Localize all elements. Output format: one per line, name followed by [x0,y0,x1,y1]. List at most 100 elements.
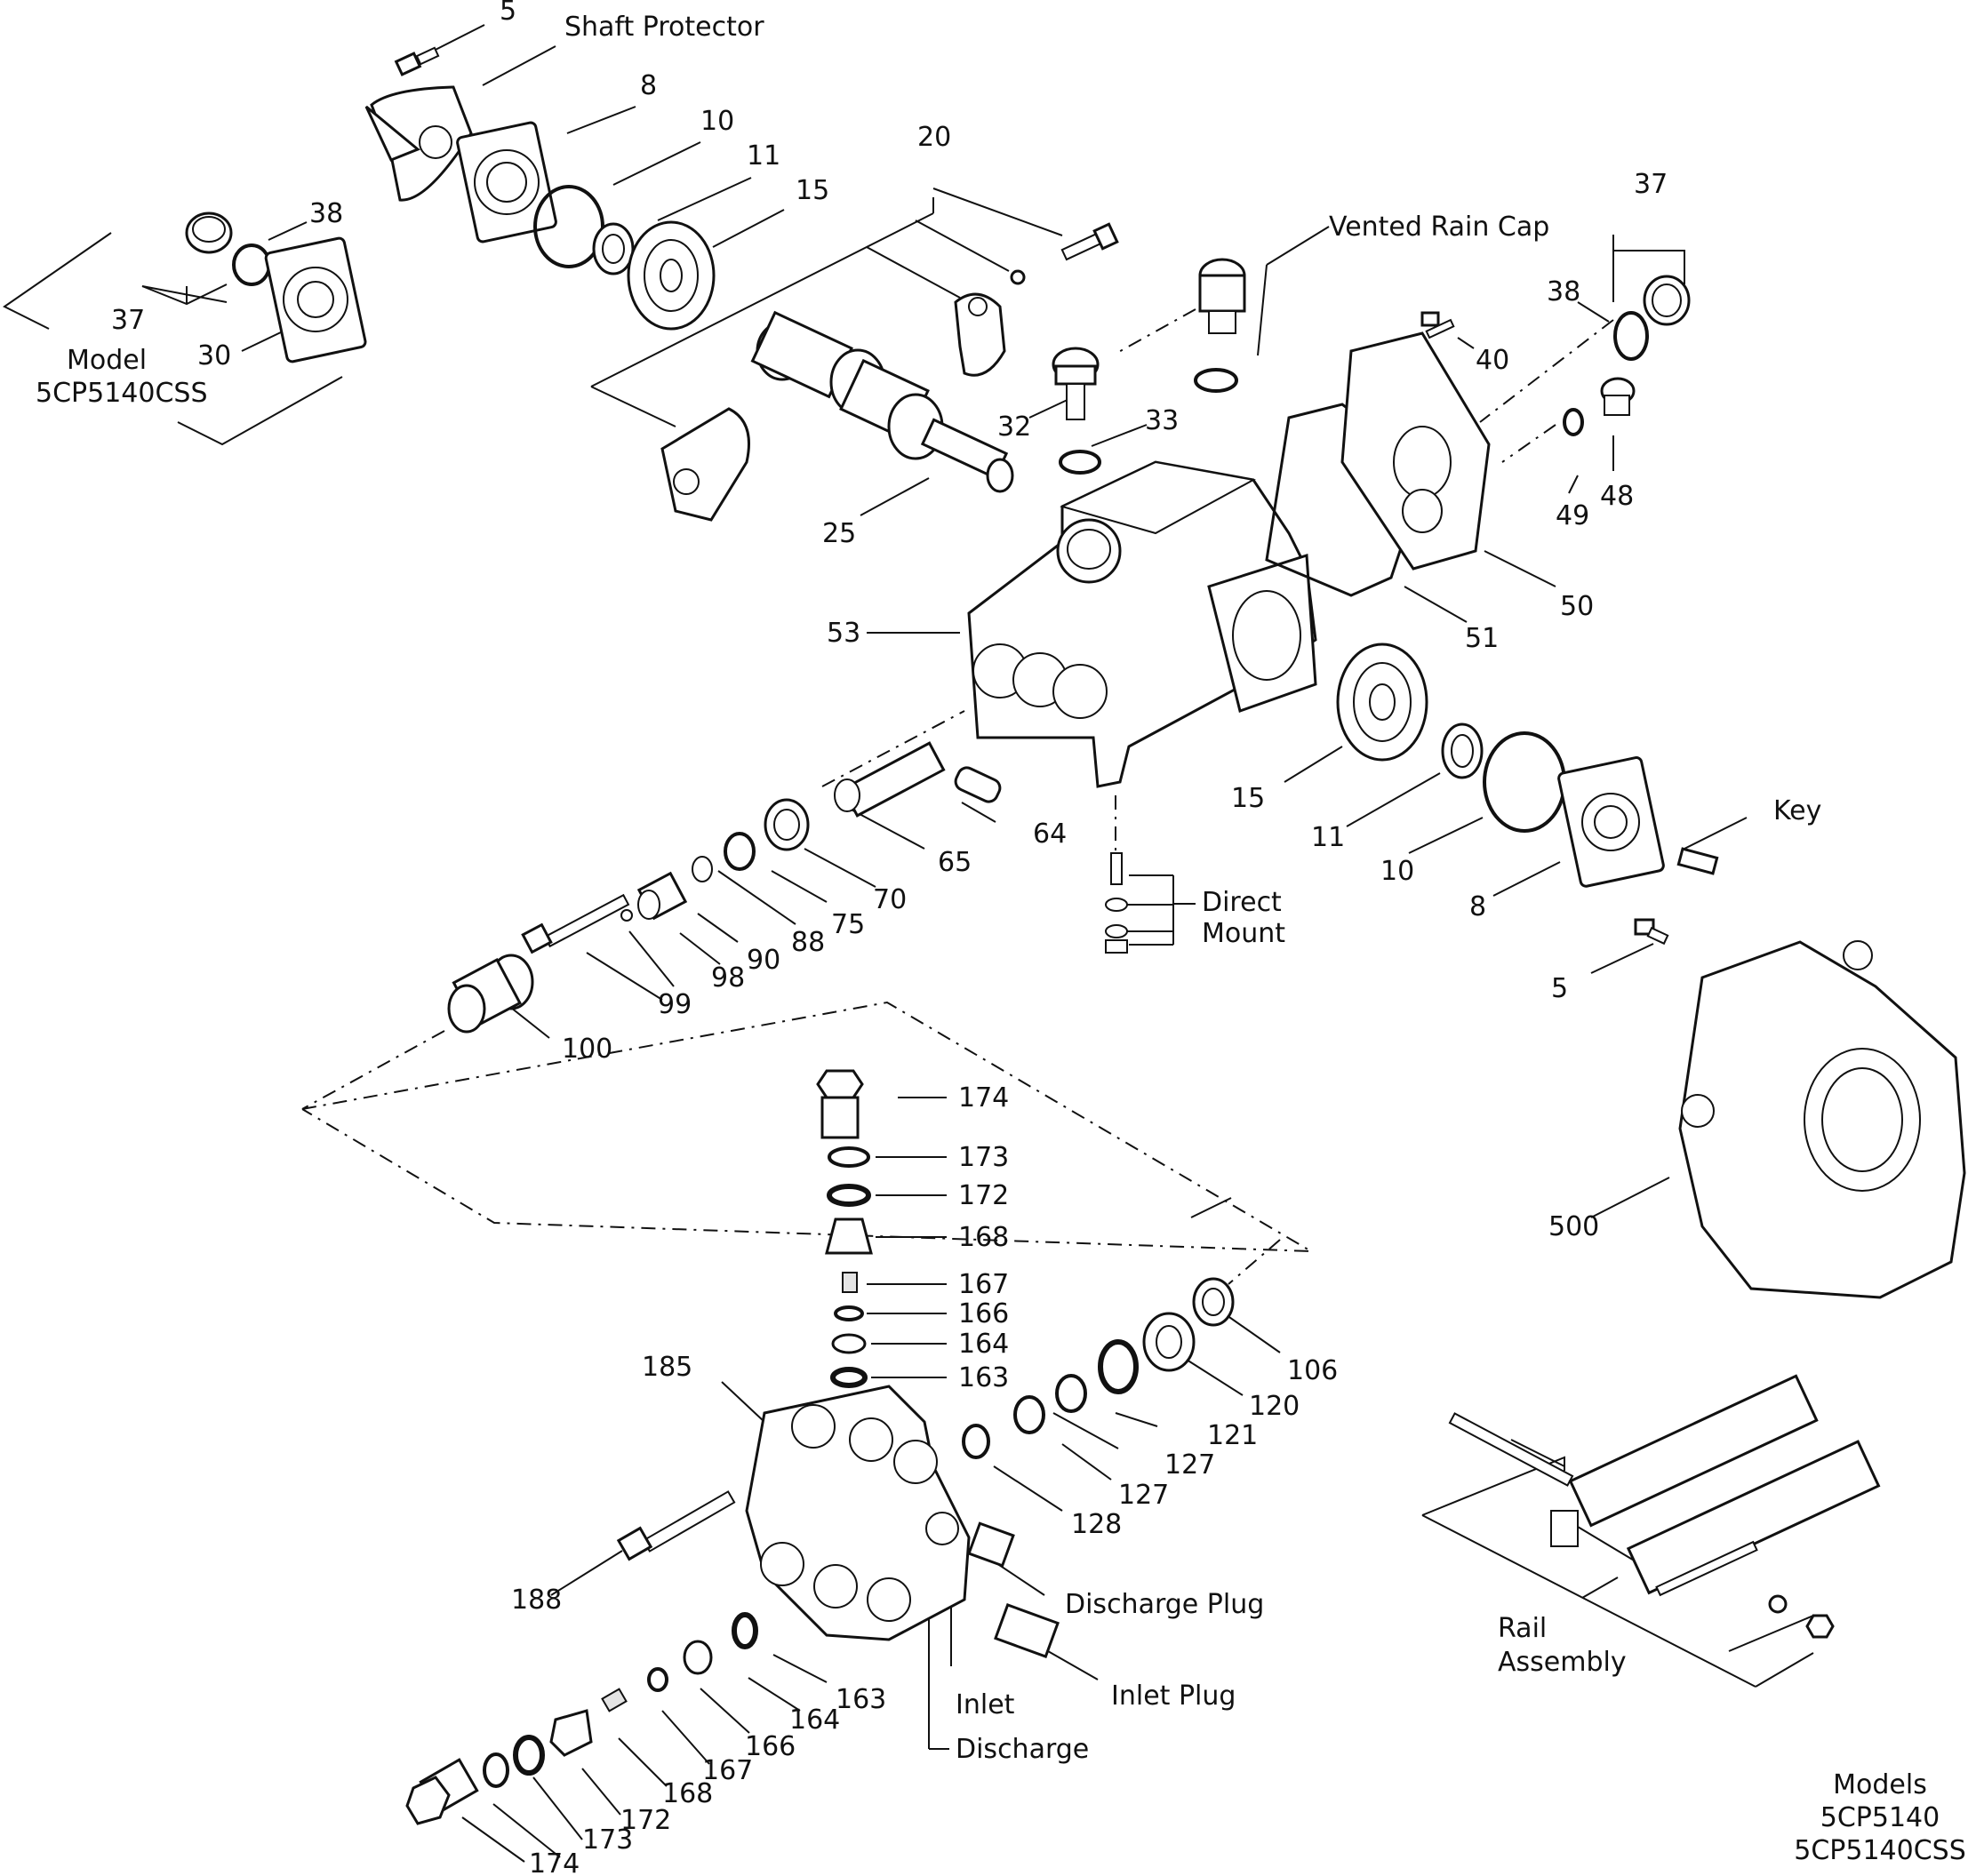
valve-166-bot [647,1667,668,1692]
plunger-65 [834,741,946,818]
plug-174-bot [405,1758,479,1825]
callout-discharge: Discharge [956,1734,1089,1765]
callout-11-mid: 11 [1311,822,1345,853]
plug-32 [1052,347,1100,420]
callout-37-right: 37 [1634,169,1668,200]
o-ring-vented-cap [1194,368,1238,393]
callout-167-top: 167 [958,1269,1009,1300]
models-note: Models 5CP5140 5CP5140CSS [1794,1769,1966,1866]
retainer-168-top [825,1217,873,1255]
callout-rail-1: Rail [1498,1613,1547,1644]
callout-inlet: Inlet [956,1689,1015,1720]
leader-lines [3,24,1814,1863]
callout-166-top: 166 [958,1298,1009,1329]
callout-168-top: 168 [958,1222,1009,1253]
callout-direct-mount-1: Direct [1202,887,1282,918]
inlet-plug-part [994,1603,1060,1658]
callout-40: 40 [1476,345,1509,376]
callout-20: 20 [917,122,951,153]
callout-10-top: 10 [700,106,734,137]
key-part [1676,847,1719,875]
ring-128 [962,1424,990,1459]
callout-25: 25 [822,518,856,549]
callout-48: 48 [1600,481,1634,512]
seal-11-top [592,222,635,275]
o-ring-10-mid [1483,731,1566,833]
discharge-plug-part [967,1521,1015,1568]
callout-8-mid: 8 [1469,891,1486,922]
models-heading: Models [1833,1769,1927,1800]
callout-173-bot: 173 [582,1824,633,1856]
callout-5-mid: 5 [1551,973,1568,1004]
pin-64 [954,766,1002,803]
o-ring-172-top [827,1184,871,1207]
connecting-rod [660,407,750,522]
ring-127-a [1055,1374,1087,1413]
callout-64: 64 [1033,818,1067,850]
callout-163-bot: 163 [836,1684,886,1715]
callout-106: 106 [1287,1355,1338,1386]
o-ring-121 [1098,1339,1139,1394]
callout-rail-2: Assembly [1498,1647,1627,1678]
callout-127-b: 127 [1118,1480,1169,1511]
callout-127-a: 127 [1164,1449,1215,1481]
callout-173-top: 173 [958,1142,1009,1173]
callout-188: 188 [511,1585,562,1616]
callout-shaft-protector: Shaft Protector [564,12,764,43]
callout-128: 128 [1071,1509,1122,1540]
callout-75: 75 [831,909,865,940]
plug-48 [1600,377,1636,416]
model-5cp5140css: 5CP5140CSS [1794,1835,1966,1866]
spring-167-bot [601,1688,628,1712]
seal-70 [764,798,810,851]
retainer-168-bot [549,1709,593,1757]
callout-10-mid: 10 [1380,856,1414,887]
shaft-protector-part [364,85,473,202]
callout-labels: 5 Shaft Protector 8 10 11 15 20 38 37 30… [36,0,1821,1876]
callout-167-bot: 167 [702,1755,753,1786]
washer-98 [620,909,633,922]
ring-75 [724,832,756,871]
model-label: Model [67,345,147,376]
callout-38-right: 38 [1547,276,1580,307]
adapter-500 [1678,940,1966,1299]
bearing-15-top [627,220,716,331]
callout-15-top: 15 [796,175,829,206]
ring-127-b [1013,1395,1045,1434]
screw-20 [1060,222,1119,261]
callout-174-top: 174 [958,1082,1009,1114]
ring-173-bot [483,1752,509,1788]
bolt-188 [616,1490,736,1561]
model-number: 5CP5140CSS [36,378,208,409]
callout-8-top: 8 [640,70,657,101]
bolt-99 [521,893,630,954]
callout-49: 49 [1556,500,1589,531]
valve-166-top [834,1305,864,1321]
cap-38-left [185,212,233,254]
o-ring-37-left [232,243,271,286]
direct-mount-hardware [1105,852,1128,954]
manifold-185 [745,1385,971,1641]
callout-inlet-plug: Inlet Plug [1111,1680,1236,1712]
callout-120: 120 [1249,1391,1300,1422]
bearing-cover-8-mid [1557,756,1665,888]
screw-5-mid [1634,918,1669,946]
callout-51: 51 [1465,623,1499,654]
callout-discharge-plug: Discharge Plug [1065,1589,1264,1620]
callout-direct-mount-2: Mount [1202,918,1285,949]
o-ring-163-top [830,1367,868,1388]
screw-40 [1420,311,1455,339]
o-ring-33 [1059,450,1101,475]
plug-174-top [816,1069,864,1139]
callout-11-top: 11 [747,140,780,172]
seal-11-mid [1441,722,1484,779]
sleeve-90 [636,871,688,921]
o-ring-163-bot [732,1612,758,1649]
callout-37-left: 37 [111,305,145,336]
model-5cp5140: 5CP5140 [1820,1802,1940,1833]
callout-185: 185 [642,1352,692,1383]
callout-key: Key [1773,795,1821,826]
callout-50: 50 [1560,591,1594,622]
callout-172-bot: 172 [620,1805,671,1836]
